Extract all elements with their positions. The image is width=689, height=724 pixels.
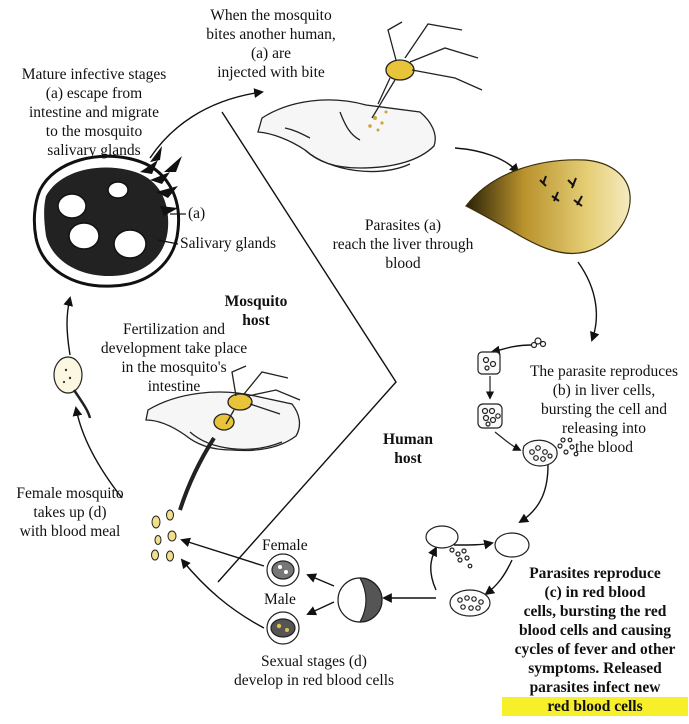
- arrow-bite-to-liver: [455, 148, 518, 172]
- label-line: blood: [318, 254, 488, 273]
- arrow-male-to-gametes: [182, 560, 264, 628]
- label-line: Sexual stages (d): [214, 652, 414, 671]
- gametes: [152, 510, 177, 561]
- label-female: Female: [262, 536, 308, 555]
- label-line: with blood meal: [4, 522, 136, 541]
- male-gametocyte: [267, 612, 299, 644]
- arrow-to-female: [308, 575, 334, 586]
- arrow-rbc-loop-up: [431, 548, 436, 590]
- label-line: The parasite reproduces: [518, 362, 689, 381]
- label-liver-reproduce: The parasite reproduces (b) in liver cel…: [518, 362, 689, 457]
- label-line: in the mosquito's: [90, 358, 258, 377]
- label-line: bites another human,: [196, 25, 346, 44]
- label-line: development take place: [90, 339, 258, 358]
- label-line: parasites infect new: [502, 678, 688, 697]
- label-line: releasing into: [518, 419, 689, 438]
- label-line: cycles of fever and other: [502, 640, 688, 659]
- label-line: the blood: [518, 438, 689, 457]
- female-gametocyte: [267, 554, 299, 586]
- arrow-to-male: [308, 602, 334, 614]
- label-line: host: [380, 449, 436, 468]
- label-line: (c) in red blood: [502, 583, 688, 602]
- highlighted-text: red blood cells: [502, 697, 688, 716]
- label-female-mosquito: Female mosquito takes up (d) with blood …: [4, 484, 136, 541]
- arrow-rbc-loop-across: [454, 543, 492, 545]
- label-male: Male: [264, 590, 296, 609]
- label-sexual-stages: Sexual stages (d) develop in red blood c…: [214, 652, 414, 690]
- label-line: (b) in liver cells,: [518, 381, 689, 400]
- label-line: Fertilization and: [90, 320, 258, 339]
- arrow-liver-to-rbc: [520, 465, 548, 522]
- label-human-host: Human host: [380, 430, 436, 468]
- label-line: Mosquito: [220, 292, 292, 311]
- label-line: takes up (d): [4, 503, 136, 522]
- zygote-illustration: [54, 357, 90, 418]
- label-fertilization: Fertilization and development take place…: [90, 320, 258, 396]
- label-line: reach the liver through: [318, 235, 488, 254]
- label-salivary-glands: Salivary glands: [180, 234, 276, 253]
- label-line: to the mosquito: [4, 122, 184, 141]
- label-line: symptoms. Released: [502, 659, 688, 678]
- salivary-gland-illustration: [34, 146, 186, 286]
- label-line: develop in red blood cells: [214, 671, 414, 690]
- arrow-liver-cell-loop: [492, 345, 532, 352]
- label-line: When the mosquito: [196, 6, 346, 25]
- arrow-liver-down: [578, 262, 596, 340]
- label-line: Human: [380, 430, 436, 449]
- mosquito-top-icon: [372, 22, 482, 118]
- label-gland-a: (a): [188, 204, 205, 223]
- gametocyte-rbc: [338, 578, 382, 622]
- label-rbc-reproduce: Parasites reproduce (c) in red blood cel…: [502, 564, 688, 716]
- label-line: cells, bursting the red: [502, 602, 688, 621]
- liver-illustration: [466, 160, 630, 254]
- label-line: injected with bite: [196, 63, 346, 82]
- arrow-zygote-to-gland: [67, 298, 70, 355]
- label-mature-infective: Mature infective stages (a) escape from …: [4, 65, 184, 160]
- label-line: (a) escape from: [4, 84, 184, 103]
- label-line: (a) are: [196, 44, 346, 63]
- label-line: intestine: [90, 377, 258, 396]
- label-line: Parasites (a): [318, 216, 488, 235]
- label-line: intestine and migrate: [4, 103, 184, 122]
- label-line: Mature infective stages: [4, 65, 184, 84]
- label-line: blood cells and causing: [502, 621, 688, 640]
- label-line: bursting the cell and: [518, 400, 689, 419]
- label-line: Parasites reproduce: [502, 564, 688, 583]
- label-line: salivary glands: [4, 141, 184, 160]
- label-mosquito-bites: When the mosquito bites another human, (…: [196, 6, 346, 82]
- label-line: Female mosquito: [4, 484, 136, 503]
- label-liver: Parasites (a) reach the liver through bl…: [318, 216, 488, 273]
- label-line: red blood cells: [502, 697, 688, 716]
